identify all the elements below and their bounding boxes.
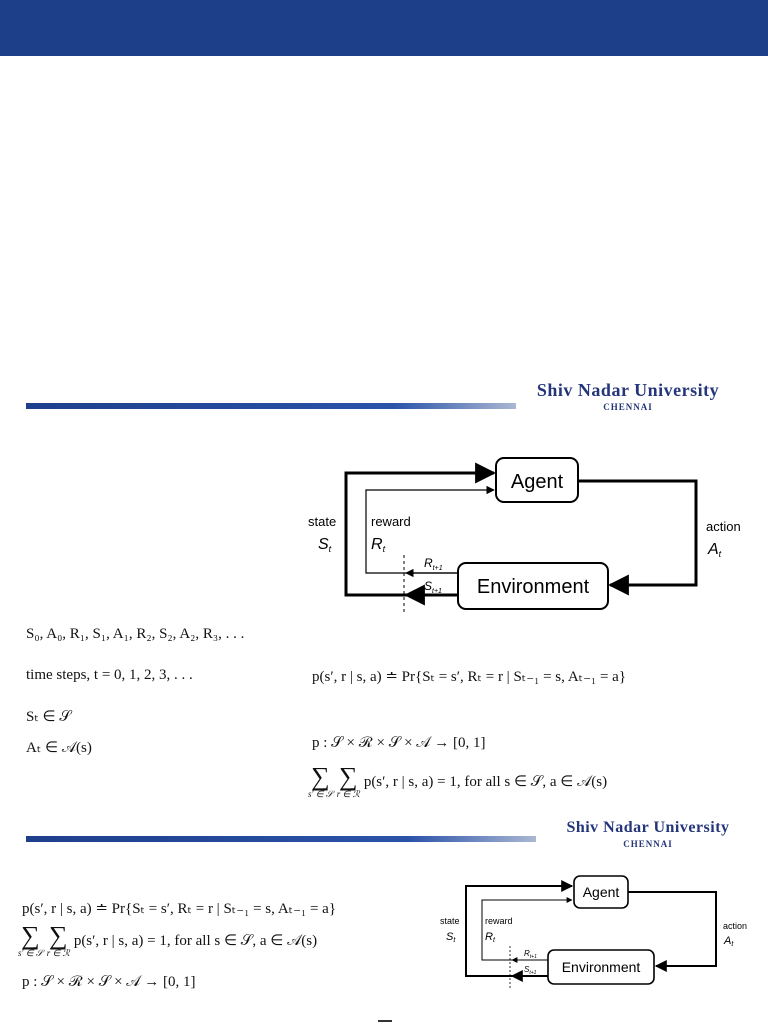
slide1-rule: [26, 403, 516, 409]
normalization-equation: ∑s′ ∈ 𝒮 ∑r ∈ ℛ p(s′, r | s, a) = 1, for …: [308, 764, 607, 799]
agent-label: Agent: [511, 471, 564, 493]
agent-environment-diagram: Agent Environment state St reward Rt act…: [308, 457, 741, 612]
state-arrow-small: [465, 880, 574, 977]
state-arrow: [344, 462, 497, 597]
slide2-rule: [26, 836, 536, 842]
state-variable-small: St: [446, 931, 456, 944]
reward-variable-small: Rt: [485, 931, 496, 944]
logo-name-2: Shiv Nadar University: [566, 819, 730, 836]
logo-city-2: CHENNAI: [623, 839, 673, 849]
action-set: Aₜ ∈ 𝒜(s): [26, 740, 92, 756]
state-set: Sₜ ∈ 𝒮: [26, 709, 71, 725]
state-label-small: state: [440, 916, 460, 926]
mapping-equation: p : 𝒮 × ℛ × 𝒮 × 𝒜 → [0, 1]: [312, 735, 486, 751]
dynamics-equation-2: p(s′, r | s, a) ≐ Pr{Sₜ = s′, Rₜ = r | S…: [22, 901, 337, 917]
action-arrow: [578, 479, 698, 596]
sum-over-rewards: ∑r ∈ ℛ: [336, 762, 360, 799]
sum-over-states: ∑s′ ∈ 𝒮: [308, 762, 333, 799]
agent-environment-diagram-small: Agent Environment state St reward Rt act…: [440, 875, 747, 988]
action-variable: At: [707, 541, 722, 559]
next-state-label-small: St+1: [524, 965, 537, 976]
normalization-expression: p(s′, r | s, a) = 1, for all s ∈ 𝒮, a ∈ …: [363, 774, 608, 790]
logo-name: Shiv Nadar University: [536, 380, 720, 400]
university-logo-2: Shiv Nadar University CHENNAI: [540, 819, 756, 850]
next-reward-label: Rt+1: [424, 556, 443, 572]
next-reward-label-small: Rt+1: [524, 949, 537, 960]
environment-label-small: Environment: [562, 959, 641, 975]
time-steps: time steps, t = 0, 1, 2, 3, . . .: [26, 667, 193, 683]
environment-box-small: [547, 949, 655, 985]
trajectory-sequence: S₀, A₀, R₁, S₁, A₁, R₂, S₂, A₂, R₃, . . …: [26, 626, 245, 642]
action-arrow-small: [628, 891, 717, 972]
next-state-label: St+1: [424, 579, 442, 595]
dynamics-equation: p(s′, r | s, a) ≐ Pr{Sₜ = s′, Rₜ = r | S…: [312, 669, 627, 685]
reward-label-small: reward: [485, 916, 513, 926]
state-label: state: [308, 514, 336, 529]
logo-city: CHENNAI: [603, 402, 653, 412]
sum-over-rewards-2: ∑r ∈ ℛ: [46, 921, 70, 958]
action-variable-small: At: [723, 935, 734, 948]
reward-variable: Rt: [371, 536, 386, 554]
environment-label: Environment: [477, 576, 590, 598]
mapping-equation-2: p : 𝒮 × ℛ × 𝒮 × 𝒜 → [0, 1]: [22, 974, 196, 990]
sum-over-states-2: ∑s′ ∈ 𝒮: [18, 921, 43, 958]
header-bar: [0, 0, 768, 56]
normalization-expression-2: p(s′, r | s, a) = 1, for all s ∈ 𝒮, a ∈ …: [73, 933, 318, 949]
action-label-small: action: [723, 921, 747, 931]
action-label: action: [706, 519, 741, 534]
state-variable: St: [318, 536, 332, 554]
normalization-equation-2: ∑s′ ∈ 𝒮 ∑r ∈ ℛ p(s′, r | s, a) = 1, for …: [18, 923, 317, 958]
page-mark: [378, 1020, 392, 1022]
university-logo: Shiv Nadar University CHENNAI: [520, 381, 736, 412]
reward-label: reward: [371, 514, 411, 529]
agent-label-small: Agent: [583, 884, 620, 900]
